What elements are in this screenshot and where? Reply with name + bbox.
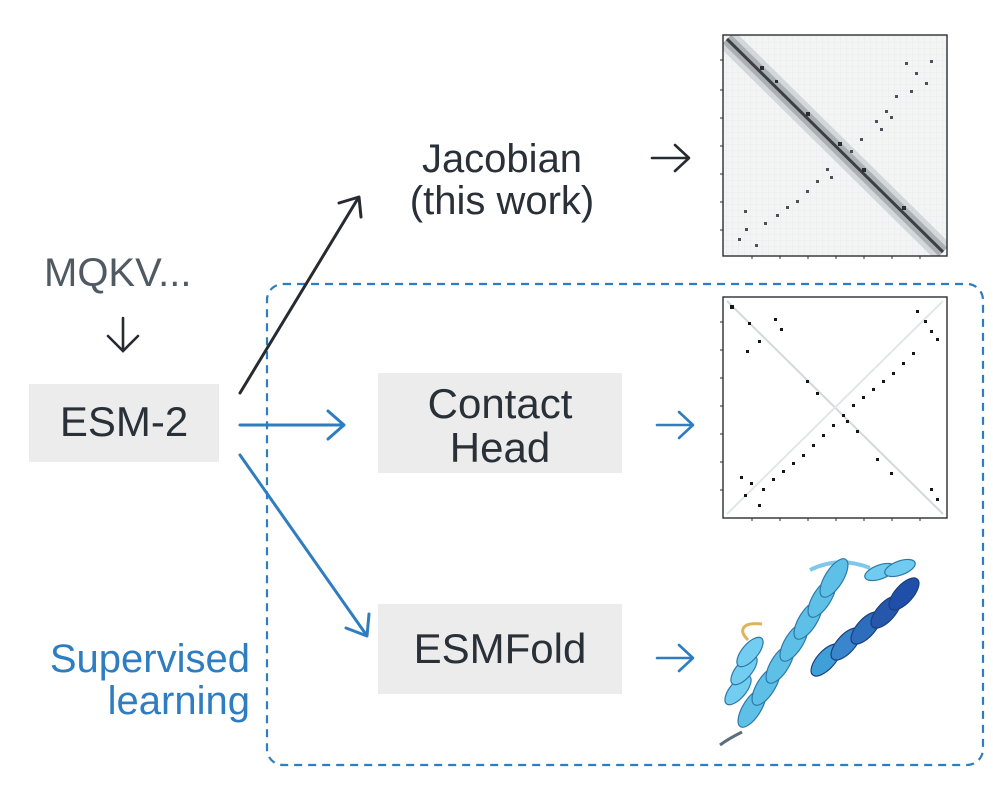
arrow-to-contact-head [238, 409, 346, 441]
arrow-esmfold-output [655, 643, 695, 673]
supervised-line1: Supervised [49, 637, 250, 681]
contact-head-node: Contact Head [378, 380, 622, 472]
esm2-model-label: ESM-2 [59, 398, 189, 445]
contact-head-box [378, 373, 622, 473]
contact-head-line2: Head [449, 424, 551, 472]
protein-ribbon-icon [719, 558, 920, 747]
arrow-to-esmfold [238, 453, 371, 638]
supervised-line2: learning [107, 679, 250, 723]
contact-head-line1: Contact [427, 380, 573, 427]
jacobian-subtitle: (this work) [409, 179, 595, 223]
jacobian-node: Jacobian (this work) [372, 138, 632, 222]
contact-map-icon [720, 296, 948, 521]
supervised-group-frame [265, 282, 985, 767]
jacobian-title: Jacobian [421, 137, 583, 181]
supervised-learning-label: Supervised learning [0, 638, 250, 722]
arrow-jacobian-output [650, 143, 691, 173]
arrow-to-jacobian [238, 195, 363, 395]
input-sequence-label: MQKV... [44, 251, 192, 295]
esmfold-box [378, 604, 622, 694]
arrow-contact-output [655, 410, 695, 440]
esm2-model-box [29, 384, 219, 462]
sequence-to-model-arrow [106, 316, 140, 353]
jacobian-map-icon [720, 34, 948, 259]
esmfold-label: ESMFold [413, 625, 587, 672]
